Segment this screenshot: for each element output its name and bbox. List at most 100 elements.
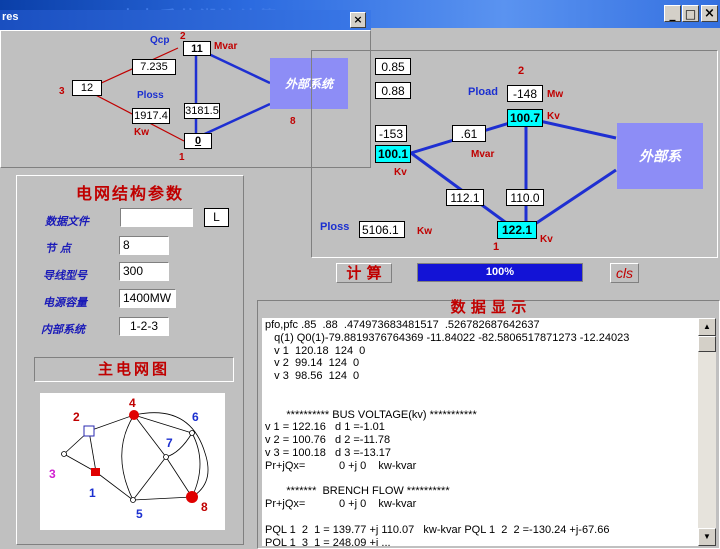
top-box-0: 0 xyxy=(184,133,212,149)
pload-mw-label: Mw xyxy=(547,89,564,100)
node-left-kv-label: Kv xyxy=(394,167,407,178)
scroll-thumb[interactable] xyxy=(698,336,716,352)
close-button[interactable]: × xyxy=(701,5,718,22)
line-1-ext xyxy=(195,102,271,140)
grid-node-1-marker xyxy=(91,468,100,476)
ratio-value: .61 xyxy=(452,125,486,142)
grid-node-3-marker xyxy=(61,451,67,457)
grid-line xyxy=(132,496,193,501)
grid-node-4-label: 4 xyxy=(129,396,136,410)
node-2-kv-label: Kv xyxy=(547,111,560,122)
right-node-1: 1 xyxy=(493,241,500,253)
grid-line xyxy=(132,456,167,501)
capacity-input[interactable]: 1400MW xyxy=(119,289,176,308)
main-grid-diagram: 2 4 6 3 7 1 5 8 xyxy=(40,393,225,530)
pfo-value: 0.85 xyxy=(375,58,411,75)
pfc-value: 0.88 xyxy=(375,82,411,99)
top-mvar-label: Mvar xyxy=(214,41,238,52)
top-node-2: 2 xyxy=(180,31,186,42)
capacity-label: 电源容量 xyxy=(43,296,87,309)
pload-label: Pload xyxy=(468,86,498,98)
progress-bar: 100% xyxy=(417,263,583,282)
top-box-1917: 1917.4 xyxy=(132,108,170,124)
calc-button[interactable]: 计 算 xyxy=(336,263,392,283)
nodes-input[interactable]: 8 xyxy=(119,236,169,255)
top-node-8: 8 xyxy=(290,116,296,127)
grid-line xyxy=(88,430,97,473)
top-node-3: 3 xyxy=(59,86,65,97)
grid-line xyxy=(121,414,135,501)
load-file-button[interactable]: L xyxy=(204,208,229,227)
node-left-voltage: 100.1 xyxy=(375,145,411,163)
top-external-system: 外部系统 xyxy=(270,58,348,109)
left-q-value: -153 xyxy=(375,125,407,142)
right-kw-label: Kw xyxy=(417,226,432,237)
sub-window-close-button[interactable]: × xyxy=(350,12,366,28)
qcp-label: Qcp xyxy=(150,35,170,46)
wire-type-label: 导线型号 xyxy=(43,269,87,282)
top-box-12: 12 xyxy=(72,80,102,96)
progress-fill xyxy=(418,264,582,281)
right-ploss-value: 5106.1 xyxy=(359,221,405,238)
cls-button[interactable]: cls xyxy=(610,263,639,283)
right-diagram-frame xyxy=(311,50,718,258)
scroll-down-button[interactable]: ▼ xyxy=(698,528,716,546)
node-2-voltage: 100.7 xyxy=(507,109,543,127)
node-1-voltage: 122.1 xyxy=(497,221,537,239)
line-value-110: 110.0 xyxy=(506,189,544,206)
data-display-scrollbar[interactable]: ▲ ▼ xyxy=(698,318,716,546)
top-ploss-label: Ploss xyxy=(137,90,164,101)
right-node-2: 2 xyxy=(518,65,525,77)
grid-node-7-marker xyxy=(163,454,169,460)
data-display-text: pfo,pfc .85 .88 .474973683481517 .526782… xyxy=(265,319,630,546)
line-value-112: 112.1 xyxy=(446,189,484,206)
grid-node-6-label: 6 xyxy=(192,410,199,424)
right-external-system: 外部系 xyxy=(617,123,703,189)
grid-node-4-marker xyxy=(129,410,139,420)
minimize-button[interactable]: _ xyxy=(664,5,681,22)
grid-node-1-label: 1 xyxy=(89,486,96,500)
wire-type-input[interactable]: 300 xyxy=(119,262,169,281)
grid-line xyxy=(95,471,134,501)
data-display-output[interactable]: pfo,pfc .85 .88 .474973683481517 .526782… xyxy=(262,318,700,546)
grid-node-2-label: 2 xyxy=(73,410,80,424)
grid-line xyxy=(133,412,209,498)
grid-node-5-label: 5 xyxy=(136,507,143,521)
data-file-input[interactable] xyxy=(120,208,193,227)
node-1-kv-label: Kv xyxy=(540,234,553,245)
top-box-3181: 3181.5 xyxy=(184,103,220,119)
grid-line xyxy=(165,456,193,498)
grid-line xyxy=(133,414,193,434)
grid-line xyxy=(191,432,201,498)
grid-node-2-marker xyxy=(83,425,95,437)
main-grid-svg: 2 4 6 3 7 1 5 8 xyxy=(49,396,209,521)
scroll-up-button[interactable]: ▲ xyxy=(698,318,716,336)
grid-node-3-label: 3 xyxy=(49,467,56,481)
top-box-11: 11 xyxy=(183,41,211,56)
pload-value: -148 xyxy=(507,85,543,102)
params-heading: 电网结构参数 xyxy=(75,184,184,203)
internal-system-input[interactable]: 1-2-3 xyxy=(119,317,169,336)
line-bottom-ext xyxy=(525,168,617,232)
grid-node-7-label: 7 xyxy=(166,436,173,450)
top-node-1: 1 xyxy=(179,152,185,163)
top-box-7235: 7.235 xyxy=(132,59,176,75)
sub-window-title: res xyxy=(2,11,19,23)
data-file-label: 数据文件 xyxy=(45,215,89,228)
top-kw-label: Kw xyxy=(134,127,149,138)
right-ploss-label: Ploss xyxy=(320,221,350,233)
sub-window-title-bar xyxy=(0,10,371,30)
grid-line xyxy=(88,414,135,432)
right-mvar-label: Mvar xyxy=(471,149,495,160)
grid-node-5-marker xyxy=(130,497,136,503)
grid-node-6-marker xyxy=(189,430,195,436)
data-display-heading: 数 据 显 示 xyxy=(450,298,527,316)
main-grid-title: 主电网图 xyxy=(34,357,234,382)
grid-node-8-label: 8 xyxy=(201,500,208,514)
maximize-button[interactable]: □ xyxy=(682,5,699,22)
progress-text: 100% xyxy=(485,266,515,278)
grid-line xyxy=(133,414,167,458)
grid-node-8-marker xyxy=(186,491,198,503)
nodes-label: 节 点 xyxy=(45,242,71,255)
internal-system-label: 内部系统 xyxy=(41,323,85,336)
